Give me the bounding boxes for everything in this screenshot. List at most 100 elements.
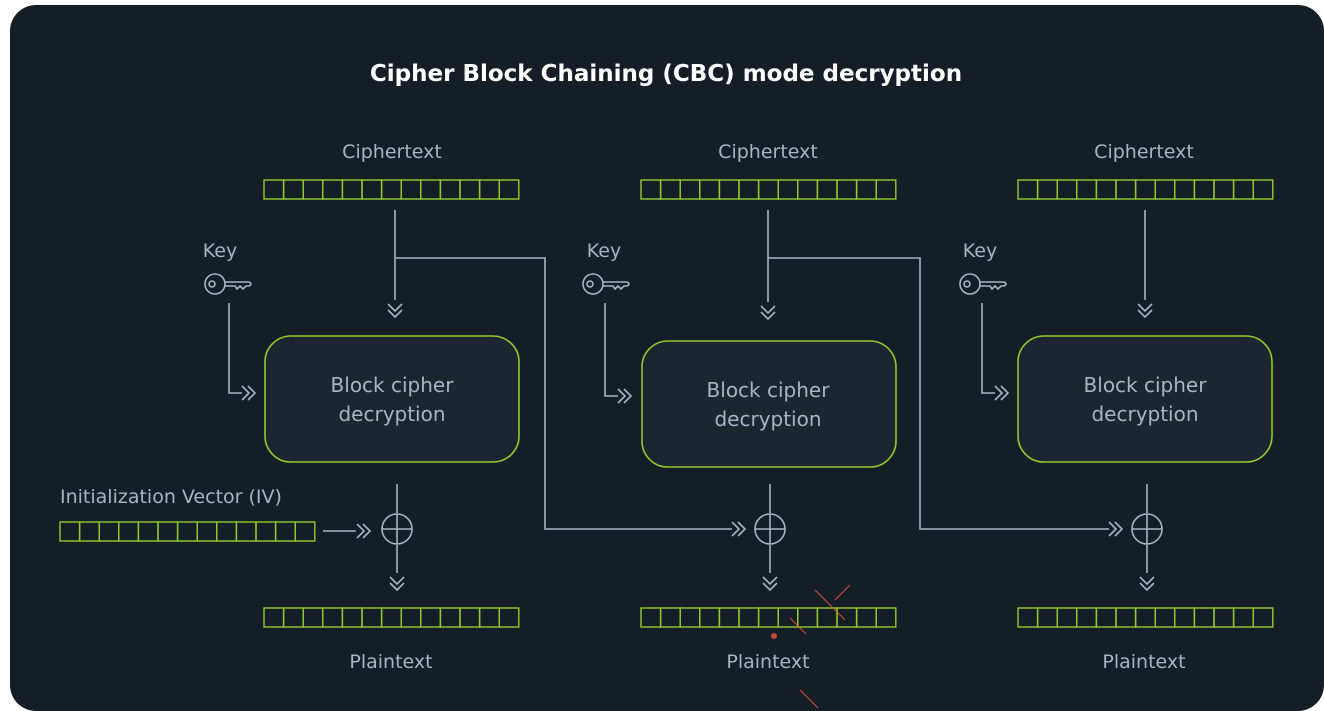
register-cell — [797, 607, 819, 628]
register-cell — [1213, 179, 1235, 200]
register-cell — [1056, 179, 1078, 200]
block-column-1: Ciphertext Key Block cipher decryption P… — [60, 141, 520, 673]
register-cell — [816, 607, 838, 628]
register-cell — [875, 607, 897, 628]
register-cell — [777, 607, 799, 628]
block-cipher-label-line1: Block cipher — [331, 373, 455, 397]
register-cell — [361, 607, 383, 628]
register-cell — [322, 607, 344, 628]
key-arrow-line — [228, 303, 242, 394]
register-cell — [1115, 179, 1137, 200]
chain-line-2-to-3 — [768, 257, 1109, 530]
register-cell — [836, 607, 858, 628]
register-cell — [498, 179, 520, 200]
plaintext-label: Plaintext — [726, 651, 809, 673]
xor-icon — [1131, 513, 1163, 545]
block-cipher-label-line2: decryption — [714, 407, 821, 431]
plaintext-register — [1017, 607, 1274, 628]
register-cell — [263, 607, 285, 628]
register-cell — [757, 607, 779, 628]
register-cell — [196, 521, 218, 542]
ciphertext-label: Ciphertext — [718, 141, 818, 163]
register-cell — [478, 179, 500, 200]
double-chevron-down-icon — [760, 305, 776, 320]
register-cell — [738, 607, 760, 628]
register-cell — [380, 179, 402, 200]
register-cell — [797, 179, 819, 200]
register-cell — [459, 607, 481, 628]
register-cell — [263, 179, 285, 200]
double-chevron-right-icon — [731, 521, 746, 537]
register-cell — [1174, 607, 1196, 628]
register-cell — [640, 607, 662, 628]
double-chevron-right-icon — [241, 385, 256, 401]
plaintext-label: Plaintext — [1102, 651, 1185, 673]
register-cell — [478, 607, 500, 628]
block-column-2: Ciphertext Key Block cipher decryption P… — [582, 141, 897, 673]
plaintext-register — [640, 607, 897, 628]
key-arrow-line — [604, 303, 618, 397]
chain-line-1-to-2 — [395, 257, 732, 530]
register-cell — [439, 179, 461, 200]
register-cell — [1076, 607, 1098, 628]
block-cipher-box — [641, 340, 897, 468]
register-cell — [255, 521, 277, 542]
ciphertext-label: Ciphertext — [1094, 141, 1194, 163]
register-cell — [78, 521, 100, 542]
key-label: Key — [963, 240, 997, 262]
double-chevron-right-icon — [1108, 521, 1123, 537]
register-cell — [1232, 607, 1254, 628]
register-cell — [361, 179, 383, 200]
block-cipher-box — [264, 335, 520, 463]
register-cell — [836, 179, 858, 200]
register-cell — [1213, 607, 1235, 628]
register-cell — [1017, 607, 1039, 628]
double-chevron-right-icon — [356, 523, 371, 539]
double-chevron-right-icon — [994, 385, 1009, 401]
register-cell — [1252, 607, 1274, 628]
register-cell — [855, 179, 877, 200]
double-chevron-down-icon — [1137, 303, 1153, 318]
register-cell — [59, 521, 81, 542]
register-cell — [718, 607, 740, 628]
diagram-title: Cipher Block Chaining (CBC) mode decrypt… — [370, 61, 962, 87]
register-cell — [1115, 607, 1137, 628]
register-cell — [640, 179, 662, 200]
register-cell — [322, 179, 344, 200]
register-cell — [679, 179, 701, 200]
key-icon — [959, 273, 1007, 295]
iv-register — [59, 521, 316, 542]
register-cell — [1174, 179, 1196, 200]
register-cell — [1036, 607, 1058, 628]
register-cell — [1095, 607, 1117, 628]
ciphertext-register — [640, 179, 897, 200]
register-cell — [118, 521, 140, 542]
register-cell — [420, 607, 442, 628]
register-cell — [274, 521, 296, 542]
double-chevron-down-icon — [762, 576, 778, 591]
register-cell — [659, 179, 681, 200]
register-cell — [1134, 179, 1156, 200]
register-cell — [816, 179, 838, 200]
watermark — [771, 584, 851, 709]
register-cell — [738, 179, 760, 200]
key-icon — [582, 273, 630, 295]
register-cell — [420, 179, 442, 200]
register-cell — [1154, 179, 1176, 200]
register-cell — [400, 179, 422, 200]
block-cipher-label-line1: Block cipher — [707, 378, 831, 402]
register-cell — [699, 179, 721, 200]
register-cell — [235, 521, 257, 542]
xor-icon — [381, 513, 413, 545]
register-cell — [1095, 179, 1117, 200]
register-cell — [400, 607, 422, 628]
register-cell — [341, 607, 363, 628]
register-cell — [282, 179, 304, 200]
double-chevron-right-icon — [617, 388, 632, 404]
register-cell — [302, 179, 324, 200]
register-cell — [1193, 607, 1215, 628]
key-icon — [204, 273, 252, 295]
register-cell — [679, 607, 701, 628]
register-cell — [498, 607, 520, 628]
